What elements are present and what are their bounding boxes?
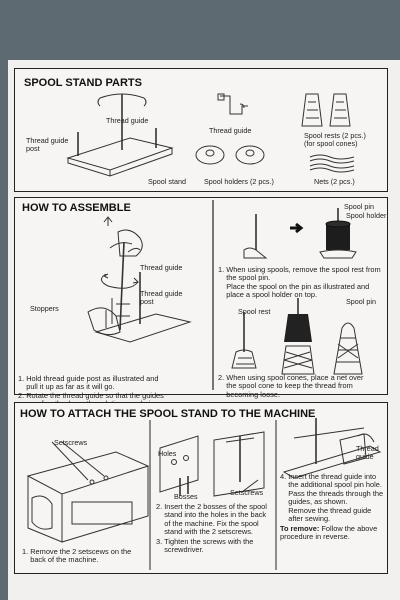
spool-holders-part xyxy=(195,145,265,165)
assemble-right-step-2: 2. When using spool cones, place a net o… xyxy=(218,373,364,399)
label-setscrews-2: Setscrews xyxy=(230,488,264,497)
attach-step-2: 2. Insert the 2 bosses of the spool stan… xyxy=(156,502,267,537)
label-spool-pin-2: Spool pin xyxy=(346,297,376,306)
label-spool-holder: Spool holder xyxy=(346,211,387,220)
machine-back-illustration xyxy=(26,441,150,543)
label-thread-guide-post: Thread guide post xyxy=(26,136,69,154)
attach-remove-note: To remove: Follow the above procedure in… xyxy=(280,524,378,542)
label-setscrews: Setscrews xyxy=(54,438,88,447)
label-thread-guide-part: Thread guide xyxy=(209,126,252,135)
attach-step-4: 4. Insert the thread guide into the addi… xyxy=(280,472,384,524)
nets-part xyxy=(309,154,355,173)
label-spool-pin: Spool pin xyxy=(344,202,374,211)
bosses-illustration xyxy=(159,431,265,497)
spool-stand-parts-panel xyxy=(14,68,388,192)
label-bosses: Bosses xyxy=(174,492,198,501)
attach-step-1: 1. Remove the 2 setscews on the back of … xyxy=(22,547,132,565)
attach-title: HOW TO ATTACH THE SPOOL STAND TO THE MAC… xyxy=(20,408,316,420)
attach-step-3: 3. Tighten the screws with the screwdriv… xyxy=(156,537,254,555)
how-to-attach-panel xyxy=(14,402,388,574)
assemble-left-illustration xyxy=(87,216,192,343)
label-spool-stand: Spool stand xyxy=(148,177,186,186)
spool-rests-part xyxy=(301,93,351,127)
spool-on-pin-illustration xyxy=(243,208,357,259)
assemble-step-1: 1. Hold thread guide post as illustrated… xyxy=(18,374,159,392)
label-holes: Holes xyxy=(158,449,177,458)
thread-guide-part xyxy=(217,93,248,115)
label-nets: Nets (2 pcs.) xyxy=(314,177,355,186)
label-spool-rest: Spool rest xyxy=(238,307,271,316)
thread-guide-install-illustration xyxy=(282,418,382,479)
label-assemble-thread-guide-post: Thread guide post xyxy=(140,289,183,307)
label-spool-holders: Spool holders (2 pcs.) xyxy=(204,177,274,186)
how-to-assemble-panel xyxy=(14,197,388,395)
label-assemble-thread-guide: Thread guide xyxy=(140,263,183,272)
assemble-right-step-1: 1. When using spools, remove the spool r… xyxy=(218,265,381,300)
label-thread-guide-top: Thread guide xyxy=(106,116,149,125)
spool-cone-illustration xyxy=(231,298,363,375)
remove-text: Follow the above procedure in reverse. xyxy=(280,524,378,542)
label-spool-rests: Spool rests (2 pcs.) (for spool cones) xyxy=(304,131,366,149)
assemble-title: HOW TO ASSEMBLE xyxy=(22,202,131,214)
attach-dividers xyxy=(149,420,277,570)
label-thread-guide-attach: Thread guide xyxy=(356,444,379,462)
label-stoppers: Stoppers xyxy=(30,304,59,313)
remove-label: To remove: xyxy=(280,524,320,533)
spool-stand-illustration xyxy=(66,93,174,177)
assemble-divider xyxy=(212,200,214,390)
parts-title: SPOOL STAND PARTS xyxy=(24,77,142,89)
